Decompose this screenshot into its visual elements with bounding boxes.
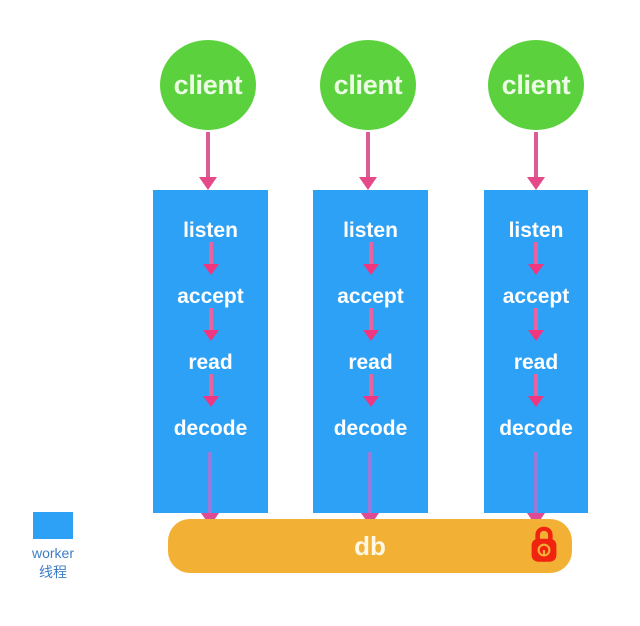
legend: worker 线程 [14,508,92,582]
arrow-head [202,330,219,341]
client-label-1: client [173,69,243,100]
arrow-shaft [368,374,373,397]
arrow-head [362,264,379,275]
arrow-shaft [534,374,538,397]
arrow-shaft [534,242,538,265]
worker-2-stage-read: read [348,351,393,374]
worker-1-stage-read: read [188,351,233,374]
arrow-head [528,264,544,275]
worker-3-stage-decode: decode [499,417,573,440]
arrow-shaft [208,374,213,397]
worker-1-stage-accept: accept [177,285,244,308]
worker-2-stage-decode: decode [333,417,408,440]
arrow-shaft [206,132,210,178]
arrow-shaft [534,452,538,514]
worker-column-3[interactable]: listen accept read decode [484,190,588,513]
arrow-head [202,264,219,275]
arrow-shaft [208,242,213,265]
arrow-shaft [534,132,538,178]
arrow-head [528,396,544,407]
arrow-head [362,396,379,407]
client-node-2[interactable]: client [320,40,416,130]
worker-2-stage-listen: listen [343,219,398,242]
worker-1-stage-listen: listen [183,219,238,242]
arrow-shaft [368,242,373,265]
arrow-head [202,396,219,407]
arrow-shaft [368,308,373,331]
database-bar[interactable]: db [168,519,572,573]
worker-3-stage-read: read [513,351,559,374]
worker-2-stage-accept: accept [337,285,404,308]
arrow-head [527,177,545,190]
arrow-head [528,330,544,341]
legend-label-worker: worker [31,545,74,561]
worker-3-stage-listen: listen [508,219,564,242]
arrow-head [199,177,217,190]
legend-label-thread-cn: 线程 [39,564,67,580]
client-label-2: client [333,69,403,100]
arrow-shaft [208,308,213,331]
arrow-shaft [368,452,372,514]
arrow-shaft [208,452,212,514]
client-node-1[interactable]: client [160,40,256,130]
padlock-icon [530,524,558,569]
legend-swatch-worker [33,512,73,539]
worker-1-stage-decode: decode [173,417,248,440]
arrow-shaft [534,308,538,331]
worker-3-stage-accept: accept [502,285,570,308]
client-node-3[interactable]: client [488,40,584,130]
arrow-head [362,330,379,341]
client-label-3: client [501,69,571,100]
arrow-head [359,177,377,190]
database-label: db [354,531,386,561]
worker-column-1[interactable]: listen accept read decode [153,190,268,513]
arrow-shaft [366,132,370,178]
